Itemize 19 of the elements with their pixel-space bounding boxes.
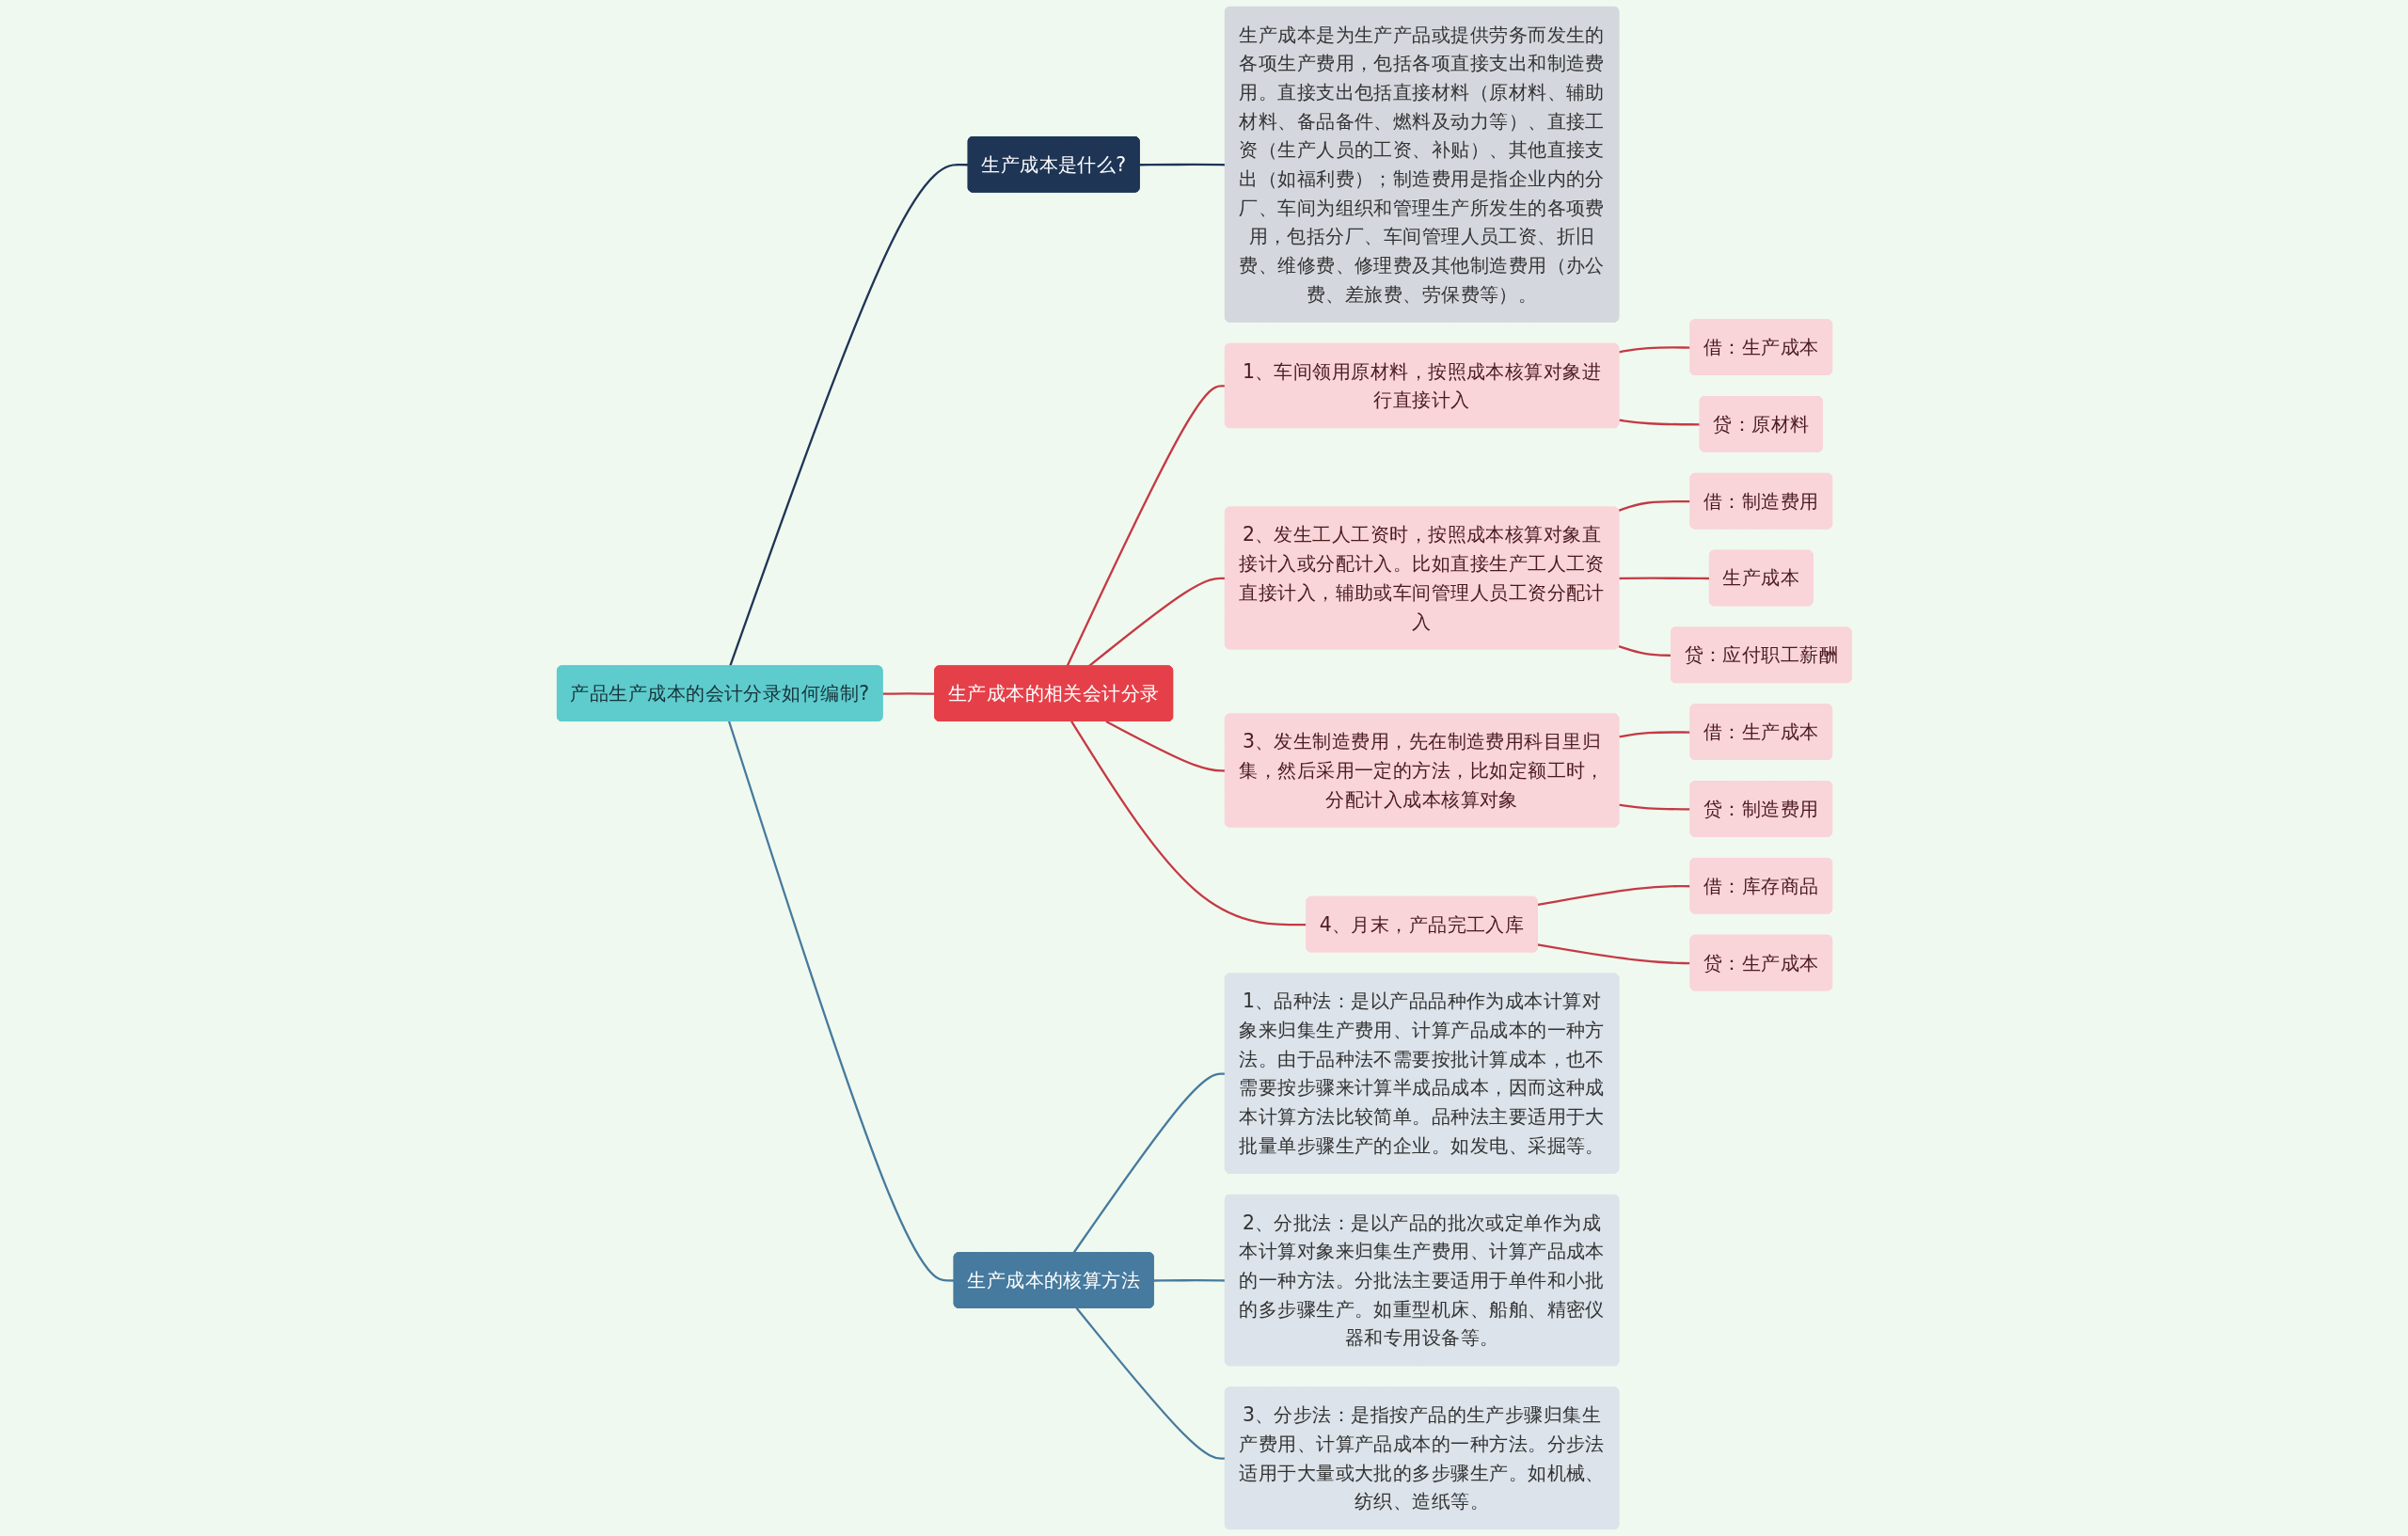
connector [1618, 577, 1710, 580]
connector [1066, 385, 1226, 667]
connector [1105, 720, 1226, 772]
connector [1618, 731, 1691, 738]
connector [1139, 163, 1226, 166]
connector [728, 164, 969, 667]
connector [1072, 1072, 1226, 1254]
connector [1069, 720, 1307, 926]
connector [727, 720, 955, 1282]
connector [1537, 884, 1691, 907]
connector [1075, 1307, 1226, 1460]
connector [1153, 1279, 1226, 1282]
connector [1618, 419, 1701, 426]
connector [1618, 645, 1671, 657]
connector [882, 692, 935, 695]
connector [1618, 499, 1691, 512]
connector [1618, 346, 1691, 354]
connector [1618, 803, 1691, 811]
connector [1537, 943, 1691, 965]
